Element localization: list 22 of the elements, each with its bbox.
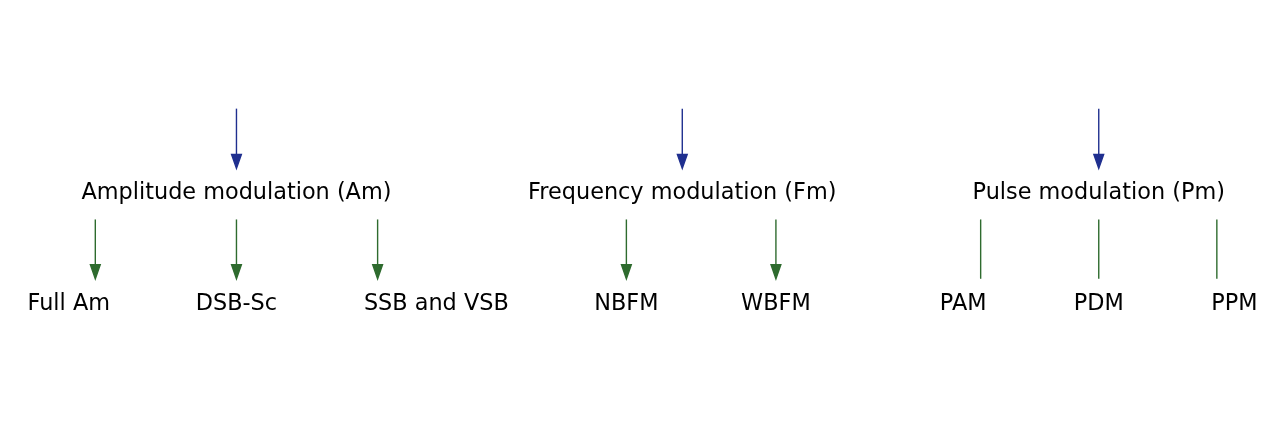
arrow xyxy=(371,218,384,281)
node-text: Amplitude modulation (Am) xyxy=(81,178,392,205)
node-text: WBFM xyxy=(741,288,811,315)
arrow xyxy=(620,218,633,281)
arrow xyxy=(770,218,782,281)
node-text: Pulse modulation (Pm) xyxy=(972,178,1225,205)
arrow xyxy=(230,218,243,281)
arrow xyxy=(1092,107,1105,171)
node-text: DSB-Sc xyxy=(195,288,278,315)
node-text: SSB and VSB xyxy=(363,288,509,315)
connector xyxy=(979,218,982,280)
node-text: NBFM xyxy=(594,288,659,315)
arrow xyxy=(230,107,243,171)
arrow xyxy=(89,218,102,281)
arrow xyxy=(676,107,689,171)
node-text: PDM xyxy=(1073,288,1124,315)
node-text: Frequency modulation (Fm) xyxy=(528,178,837,205)
node-text: Full Am xyxy=(27,288,110,315)
node-text: PAM xyxy=(939,288,987,315)
connector xyxy=(1216,218,1218,280)
node-text: PPM xyxy=(1211,288,1258,315)
connector xyxy=(1098,218,1100,280)
